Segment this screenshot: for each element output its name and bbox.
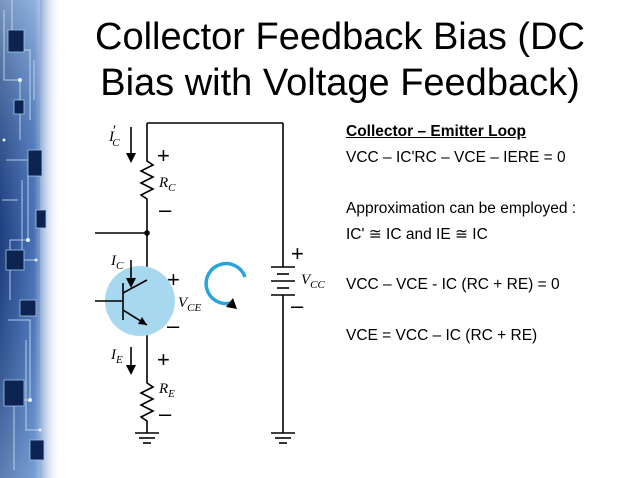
re-minus-sign: – [159, 401, 172, 426]
rc-resistor-icon [139, 153, 155, 205]
ie-label: IE [110, 347, 123, 366]
feedback-node [144, 230, 150, 236]
circuit-board-band-art [0, 0, 62, 478]
ic-prime-label: I′C [108, 123, 120, 149]
vcc-battery-icon [271, 266, 295, 296]
slide-title-line-1: Collector Feedback Bias (DC [95, 16, 585, 58]
rc-label: RC [158, 175, 176, 194]
vcc-plus-sign: + [291, 241, 304, 266]
vcc-label: VCC [301, 272, 326, 291]
ic-arrow-icon [126, 260, 136, 288]
ic-label: IC [110, 253, 124, 272]
circuit-board-band [0, 0, 62, 478]
rc-minus-sign: – [159, 197, 172, 222]
vcc-minus-sign: – [291, 293, 304, 318]
re-label: RE [158, 381, 175, 400]
vce-label: VCE [178, 295, 202, 314]
transistor-icon [95, 266, 175, 336]
rc-plus-sign: + [157, 143, 170, 168]
re-plus-sign: + [157, 347, 170, 372]
ic-prime-arrow-icon [126, 127, 136, 163]
vce-minus-sign: – [167, 313, 180, 338]
approximation-statement: IC' ≅ IC and IE ≅ IC [346, 226, 488, 243]
slide-title: Collector Feedback Bias (DC Bias with Vo… [70, 14, 610, 106]
loop-heading: Collector – Emitter Loop [346, 123, 526, 140]
vce-equation: VCE = VCC – IC (RC + RE) [346, 327, 538, 344]
approximation-intro: Approximation can be employed : [346, 200, 577, 217]
ie-arrow-icon [126, 347, 136, 375]
loop-arrow-icon [204, 261, 247, 309]
loop-equation-kvl: VCC – IC'RC – VCE – IERE = 0 [346, 149, 566, 166]
re-resistor-icon [139, 377, 155, 427]
supply-ground-icon [271, 432, 295, 444]
emitter-ground-icon [135, 432, 159, 444]
collector-feedback-circuit: I′C RC IC IE RE VCE VCC + – + – + – + – [95, 122, 326, 444]
loop-equation-simplified: VCC – VCE - IC (RC + RE) = 0 [346, 276, 560, 293]
vce-plus-sign: + [167, 267, 180, 292]
slide-title-line-2: Bias with Voltage Feedback) [100, 62, 580, 104]
